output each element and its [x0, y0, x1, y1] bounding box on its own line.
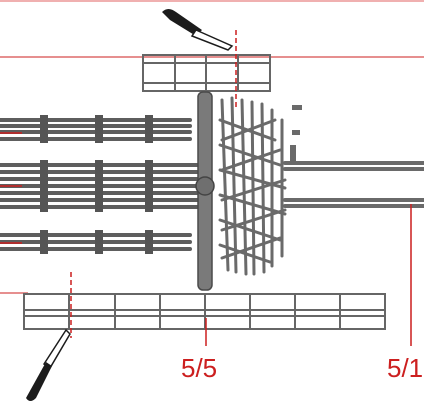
knife-icon: [26, 328, 71, 401]
marker-label-right: 5/1: [387, 353, 423, 383]
lattice-mesh: [218, 96, 287, 276]
red-ticks-left: [0, 132, 22, 244]
rail-nodes: [40, 115, 153, 254]
marker-label-left: 5/5: [181, 353, 217, 383]
vertical-spine: [195, 91, 215, 291]
bottom-guide-frame: [23, 293, 386, 330]
rack-rails-right: [283, 161, 424, 208]
knife-icon: [162, 9, 234, 51]
mesh-pegs: [290, 105, 302, 165]
top-guide-frame: [142, 54, 271, 92]
